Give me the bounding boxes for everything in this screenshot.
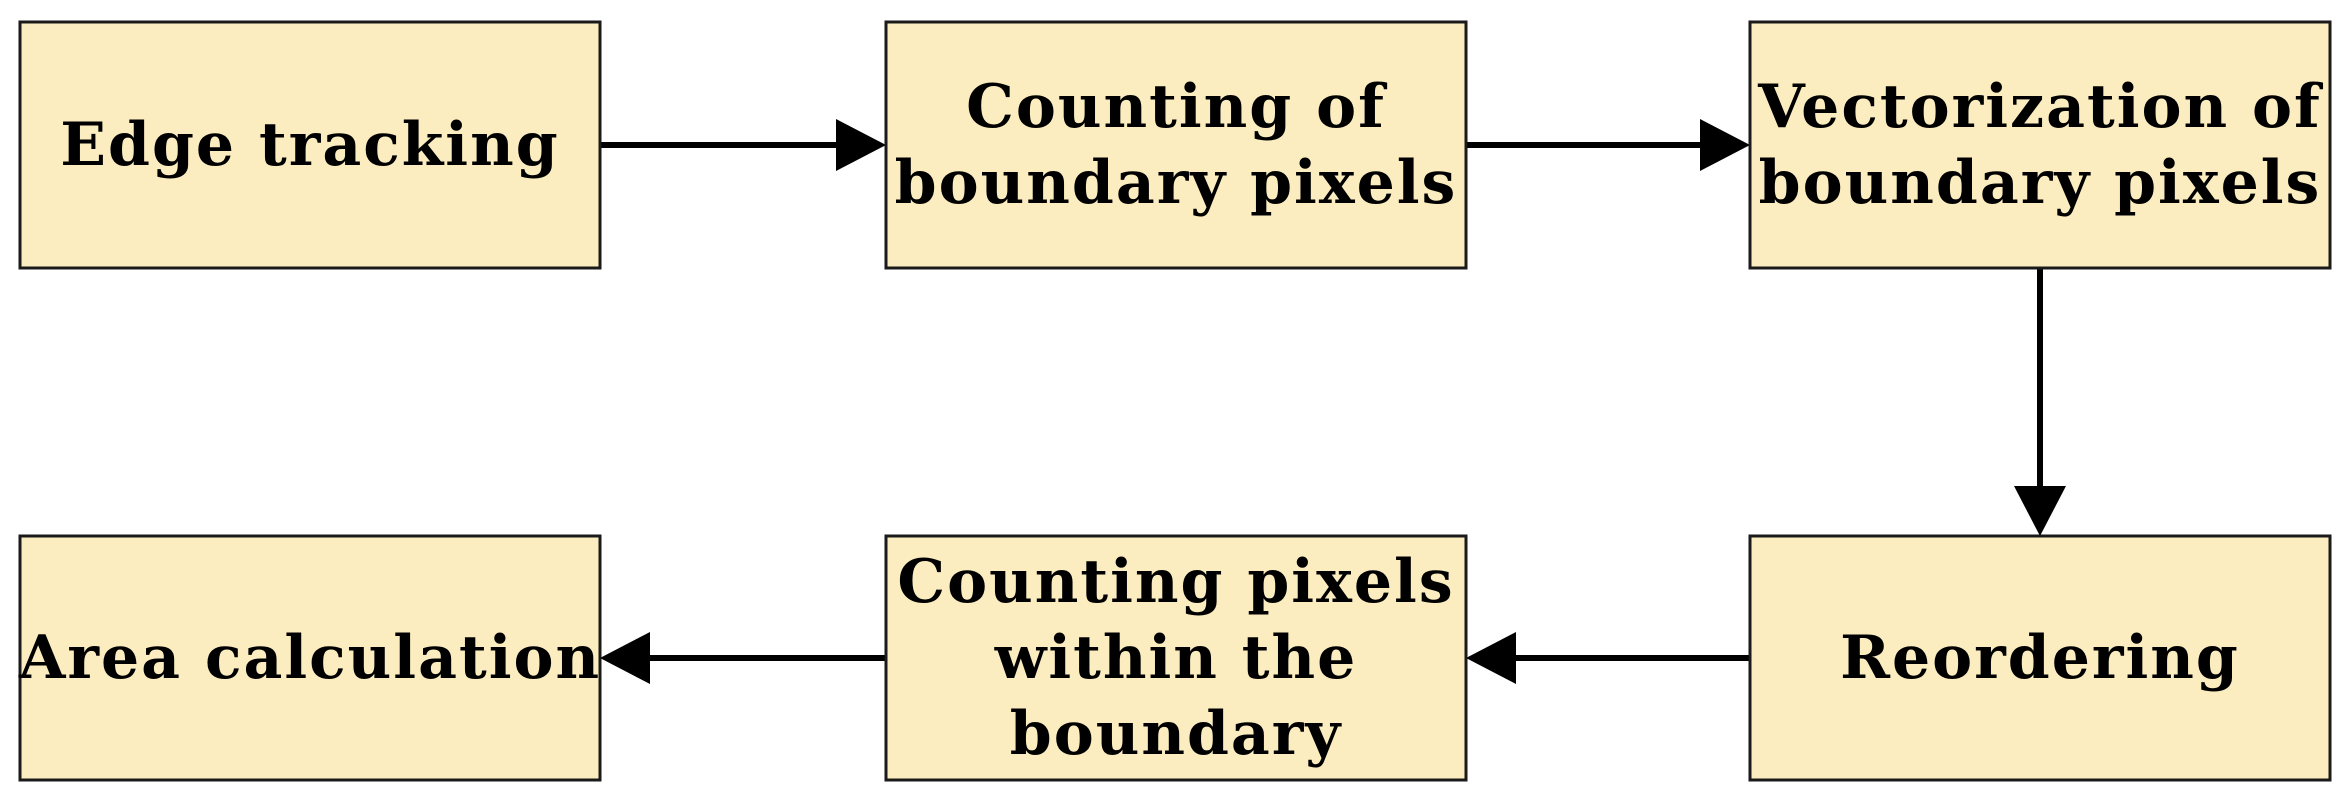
node-area-calculation: Area calculation (18, 534, 602, 782)
node-reordering: Reordering (1748, 534, 2332, 782)
node-box (1748, 20, 2332, 270)
node-label-line: boundary (1010, 699, 1343, 769)
node-label-line: boundary pixels (1759, 148, 2322, 218)
node-box (1748, 534, 2332, 782)
node-label-line: boundary pixels (895, 148, 1458, 218)
node-label-line: Area calculation (18, 623, 601, 693)
edges-layer (600, 119, 2066, 684)
arrow-reordering-to-counting-within (1466, 632, 1750, 684)
node-label-line: Counting of (966, 72, 1388, 142)
arrowhead-icon (600, 632, 650, 684)
arrow-edge-tracking-to-counting-boundary (600, 119, 886, 171)
arrowhead-icon (1466, 632, 1516, 684)
node-box (18, 534, 602, 782)
node-edge-tracking: Edge tracking (18, 20, 602, 270)
node-label-line: Vectorization of (1757, 72, 2324, 142)
arrowhead-icon (2014, 486, 2066, 536)
node-label-line: Reordering (1840, 623, 2240, 693)
arrow-vectorization-to-reordering (2014, 268, 2066, 536)
arrow-counting-boundary-to-vectorization (1466, 119, 1750, 171)
arrow-counting-within-to-area-calculation (600, 632, 886, 684)
arrowhead-icon (836, 119, 886, 171)
node-box (18, 20, 602, 270)
node-label-line: within the (994, 623, 1358, 693)
node-label-line: Edge tracking (60, 110, 559, 180)
node-box (884, 534, 1468, 782)
arrowhead-icon (1700, 119, 1750, 171)
node-box (884, 20, 1468, 270)
node-label-line: Counting pixels (897, 547, 1454, 617)
